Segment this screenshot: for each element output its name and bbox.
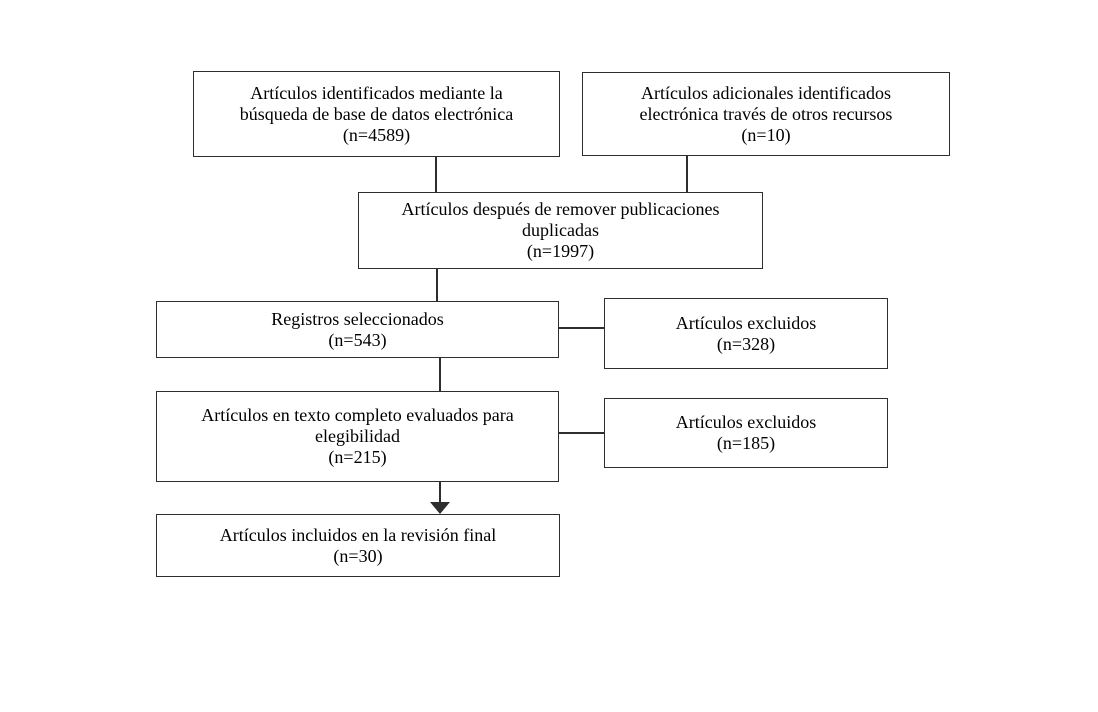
box-text-line: elegibilidad — [315, 426, 400, 446]
box-after-duplicates-removed: Artículos después de remover publicacion… — [358, 192, 763, 269]
box-text-line: Registros seleccionados — [271, 308, 444, 329]
box-count: (n=543) — [328, 329, 387, 350]
box-count: (n=328) — [716, 333, 776, 354]
box-fulltext-assessed: Artículos en texto completo evaluados pa… — [156, 391, 559, 482]
connector-screened-to-excluded — [558, 327, 604, 329]
box-excluded-screening: Artículos excluidos (n=328) — [604, 298, 888, 369]
box-text-line: Artículos excluidos — [675, 412, 817, 432]
box-text-line: Artículos después de remover publicacion… — [401, 199, 720, 219]
box-text-line: Artículos adicionales identificados — [641, 82, 891, 103]
box-count: (n=185) — [716, 433, 776, 453]
box-count: (n=4589) — [342, 124, 411, 145]
connector-identified-to-duplicates — [435, 156, 437, 192]
box-included-final: Artículos incluidos en la revisión final… — [156, 514, 560, 577]
box-excluded-fulltext: Artículos excluidos (n=185) — [604, 398, 888, 468]
box-count: (n=10) — [741, 124, 791, 145]
box-records-screened: Registros seleccionados (n=543) — [156, 301, 559, 358]
box-text-line: duplicadas — [522, 220, 599, 240]
box-text-line: búsqueda de base de datos electrónica — [239, 103, 514, 124]
box-text-line: electrónica través de otros recursos — [639, 103, 893, 124]
box-count: (n=30) — [333, 545, 383, 566]
box-text-line: Artículos excluidos — [675, 312, 817, 333]
connector-additional-to-duplicates — [686, 155, 688, 192]
connector-fulltext-to-included — [439, 481, 441, 504]
box-additional-sources: Artículos adicionales identificados elec… — [582, 72, 950, 156]
box-text-line: Artículos incluidos en la revisión final — [219, 524, 497, 545]
box-count: (n=1997) — [526, 241, 595, 261]
box-count: (n=215) — [328, 447, 387, 467]
connector-duplicates-to-screened — [436, 268, 438, 301]
connector-screened-to-fulltext — [439, 357, 441, 391]
box-text-line: Artículos en texto completo evaluados pa… — [201, 405, 514, 425]
box-identified-database: Artículos identificados mediante la búsq… — [193, 71, 560, 157]
box-text-line: Artículos identificados mediante la — [250, 82, 503, 103]
arrow-down-icon — [430, 502, 450, 514]
connector-fulltext-to-excluded — [558, 432, 604, 434]
